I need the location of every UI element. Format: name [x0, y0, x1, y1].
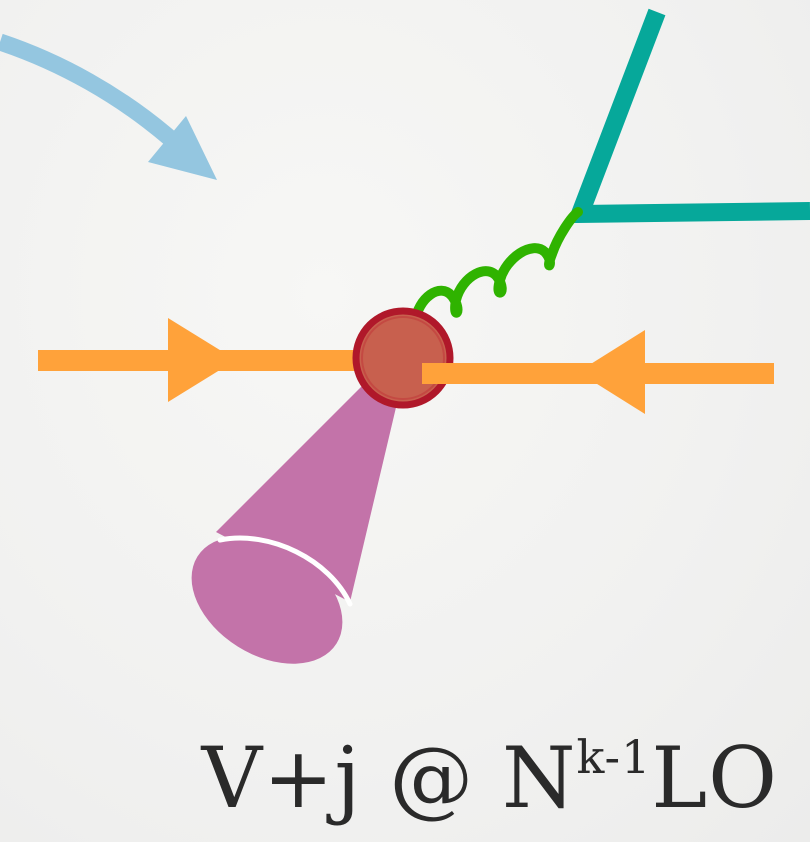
caption-suffix: LO: [651, 729, 778, 827]
gluon-line: [410, 207, 583, 327]
interaction-vertex: [352, 307, 454, 409]
right-quark-arrowhead: [578, 330, 645, 414]
interaction-vertex-rim: [361, 316, 445, 400]
jet-cone-base: [191, 536, 343, 664]
caption-superscript: k-1: [576, 730, 652, 784]
incoming-arrow-head: [148, 116, 217, 180]
incoming-arrow-shaft: [0, 33, 178, 147]
process-caption: V+j @ Nk-1LO: [201, 734, 778, 820]
lepton-pair-lines: [566, 8, 810, 224]
jet-cone-rim: [217, 535, 353, 607]
caption-main: V+j @ N: [201, 729, 577, 827]
left-quark-arrowhead: [168, 318, 236, 402]
